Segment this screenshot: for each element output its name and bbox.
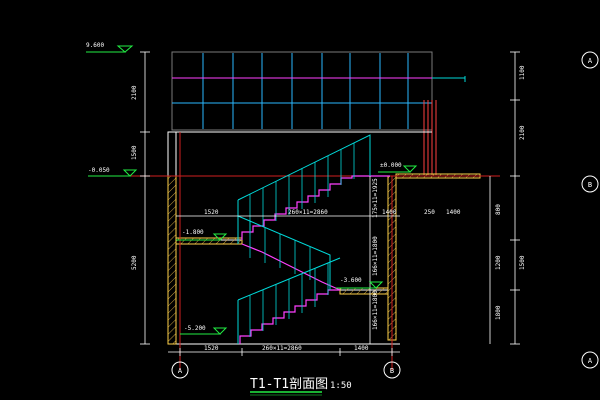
- level-markers: [86, 45, 418, 335]
- handrails: [237, 134, 371, 344]
- elev-lower-landing: -3.600: [340, 277, 362, 284]
- axis-label-right-mid: B: [588, 181, 592, 189]
- mid-dim-c: 250: [424, 209, 435, 216]
- bottom-dim-2: 260×11=2860: [262, 345, 302, 352]
- vert-lower: 166×11=1800: [372, 290, 379, 330]
- mid-landing-slab: [175, 237, 243, 245]
- axis-label-bottom-left: A: [178, 367, 183, 375]
- drawing-title-block: T1-T1剖面图 1:50: [250, 377, 352, 396]
- elev-floor-right: ±0.000: [380, 162, 402, 169]
- right-dim-3: 800: [495, 204, 502, 215]
- right-dim-5: 1800: [495, 305, 502, 320]
- glass-canopy: [171, 51, 466, 175]
- grid-axis-bubbles: [171, 51, 599, 379]
- axis-label-bottom-right: B: [390, 367, 394, 375]
- left-wall-hatch: [167, 175, 177, 345]
- mid-dim-a: 1520: [204, 209, 219, 216]
- vert-mid: 166×11=1800: [372, 236, 379, 276]
- elev-floor-left: -0.050: [88, 167, 110, 174]
- mid-dim-d: 1400: [446, 209, 461, 216]
- right-dim-1: 1100: [519, 65, 526, 80]
- vert-upper: 175×11=1925: [372, 178, 379, 218]
- left-dim-3: 5200: [131, 255, 138, 270]
- drawing-scale: 1:50: [330, 381, 352, 391]
- drawing-title: T1-T1剖面图: [250, 377, 328, 392]
- right-dim-2: 2100: [519, 125, 526, 140]
- right-dim-4: 1200: [495, 255, 502, 270]
- axis-label-right-bottom: A: [588, 357, 593, 365]
- elev-mid-landing: -1.800: [182, 229, 204, 236]
- lower-landing-slab: [339, 287, 389, 295]
- upper-flight-label: 260×11=2860: [288, 209, 328, 216]
- bottom-dim-1: 1520: [204, 345, 219, 352]
- right-dim-6: 1500: [519, 255, 526, 270]
- dimension-lines: [140, 51, 520, 356]
- left-dim-1: 2100: [131, 85, 138, 100]
- axis-label-right-top: A: [588, 57, 593, 65]
- mid-dim-b: 1400: [382, 209, 397, 216]
- axis-lines: [120, 132, 500, 370]
- left-dim-2: 1500: [131, 145, 138, 160]
- bottom-dim-3: 1400: [354, 345, 369, 352]
- elev-top: 9.600: [86, 42, 104, 49]
- elev-bottom: -5.200: [184, 325, 206, 332]
